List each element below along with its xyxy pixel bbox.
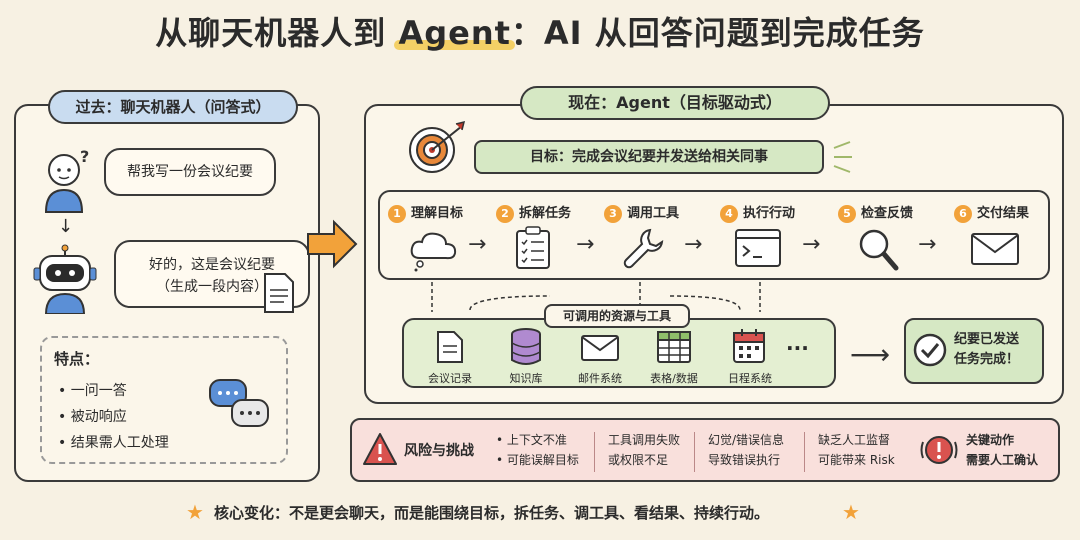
svg-text:?: ? — [80, 148, 89, 166]
risks-title: 风险与挑战 — [404, 443, 474, 459]
flow-arrow-icon: → — [802, 232, 821, 257]
flow-arrow-icon: → — [576, 232, 595, 257]
past-header: 过去：聊天机器人（问答式） — [48, 90, 298, 124]
feature-item: • 结果需人工处理 — [58, 435, 169, 451]
calendar-icon — [733, 329, 765, 363]
envelope-icon — [971, 233, 1019, 265]
footer-star-icon: ★ — [186, 500, 204, 524]
table-icon — [657, 331, 691, 363]
bot-answer-line1: 好的，这是会议纪要 — [149, 257, 275, 273]
down-arrow-icon: ↓ — [58, 216, 74, 237]
target-icon — [409, 120, 466, 173]
feature-item: • 被动响应 — [58, 409, 127, 425]
process-steps-box — [378, 190, 1050, 280]
divider — [594, 432, 595, 472]
risk-col-3: 幻觉/错误信息导致错误执行 — [708, 433, 785, 467]
resource-label: 会议记录 — [428, 372, 472, 385]
divider — [694, 432, 695, 472]
cloud-icon — [410, 232, 457, 272]
risk-col-1: • 上下文不准• 可能误解目标 — [496, 433, 579, 467]
divider — [804, 432, 805, 472]
robot-icon — [33, 244, 97, 314]
bot-answer-line2: （生成一段内容） — [156, 279, 268, 295]
checklist-icon — [516, 226, 550, 269]
terminal-icon — [735, 229, 781, 267]
wrench-icon — [623, 228, 664, 269]
check-circle-icon — [913, 333, 947, 367]
chat-bubbles-icon — [209, 379, 269, 427]
mail-icon — [581, 335, 619, 361]
result-text: 纪要已发送 任务完成！ — [954, 330, 1019, 370]
database-icon — [511, 328, 541, 365]
warning-icon — [363, 433, 397, 465]
title-part1: 从聊天机器人到 — [155, 14, 399, 52]
feature-item: • 一问一答 — [58, 383, 127, 399]
title-part2: ：AI 从回答问题到完成任务 — [510, 14, 925, 52]
resource-label: 知识库 — [509, 372, 543, 385]
now-header: 现在：Agent（目标驱动式） — [520, 86, 830, 120]
result-line2: 任务完成！ — [954, 352, 1020, 367]
resource-label: 表格/数据 — [650, 372, 698, 385]
risk-col-4: 缺乏人工监督可能带来 Risk — [818, 433, 895, 467]
flow-arrow-icon: → — [468, 232, 487, 257]
risk-col-2: 工具调用失败或权限不足 — [608, 433, 681, 467]
alarm-icon — [920, 436, 958, 464]
footer-summary: 核心变化：不是更会聊天，而是能围绕目标，拆任务、调工具、看结果、持续行动。 — [214, 504, 770, 522]
user-avatar-icon: ? — [44, 148, 89, 213]
page-title: 从聊天机器人到 Agent：AI 从回答问题到完成任务 — [0, 8, 1080, 54]
features-title: 特点： — [54, 350, 100, 368]
features-box — [40, 336, 288, 464]
resources-title: 可调用的资源与工具 — [544, 304, 690, 328]
document-icon — [437, 331, 463, 363]
result-line1: 纪要已发送 — [954, 332, 1020, 347]
resource-label: 日程系统 — [728, 372, 772, 385]
transition-arrow-icon — [307, 219, 358, 269]
document-icon — [264, 273, 294, 313]
magnifier-icon — [859, 229, 899, 271]
flow-arrow-icon: → — [918, 232, 937, 257]
title-highlight: Agent — [398, 14, 511, 52]
risk-col-5: 关键动作需要人工确认 — [966, 433, 1039, 467]
sparkle-icon — [833, 141, 852, 173]
goal-box: 目标：完成会议纪要并发送给相关同事 — [474, 140, 824, 174]
more-resources: ··· — [786, 336, 809, 360]
footer-star-icon: ★ — [842, 500, 860, 524]
result-arrow-icon: ⟶ — [850, 338, 891, 371]
user-question-bubble: 帮我写一份会议纪要 — [104, 148, 276, 196]
resource-label: 邮件系统 — [578, 372, 622, 385]
flow-arrow-icon: → — [684, 232, 703, 257]
